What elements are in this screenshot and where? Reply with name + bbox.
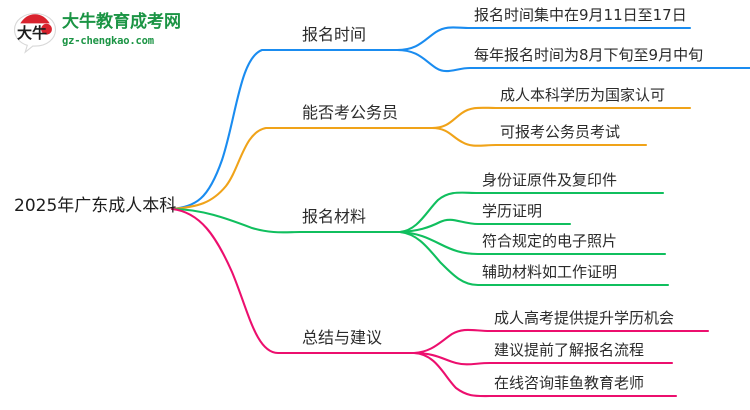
branch-node-1[interactable]: 报名时间 — [302, 25, 367, 44]
wire-root-to-branch-3 — [170, 207, 302, 234]
wire-root-to-branch-2 — [170, 126, 302, 211]
wire-branch-3-to-leaf-3 — [398, 230, 667, 256]
leaf-node-3-1[interactable]: 身份证原件及复印件 — [482, 171, 618, 189]
wire-branch-4-to-leaf-3 — [412, 351, 678, 398]
branch-node-2[interactable]: 能否考公务员 — [302, 103, 399, 122]
wire-branch-3-to-leaf-1 — [398, 191, 665, 234]
leaf-node-1-1[interactable]: 报名时间集中在9月11日至17日 — [474, 6, 687, 24]
wire-branch-3-to-leaf-2 — [398, 218, 572, 234]
branch-node-4[interactable]: 总结与建议 — [302, 328, 383, 347]
wire-branch-1-to-leaf-2 — [395, 48, 750, 73]
wire-root-to-branch-1 — [170, 48, 302, 211]
logo-title: 大牛教育成考网 — [62, 12, 181, 32]
daniu-speech-bubble-logo-icon: 大牛 — [13, 12, 57, 54]
leaf-node-4-3[interactable]: 在线咨询菲鱼教育老师 — [494, 374, 645, 392]
leaf-node-3-2[interactable]: 学历证明 — [482, 202, 543, 220]
leaf-node-4-2[interactable]: 建议提前了解报名流程 — [494, 341, 645, 359]
wire-branch-1-to-leaf-1 — [395, 26, 692, 52]
logo-domain: gz-chengkao.com — [62, 35, 154, 47]
wire-root-to-branch-4 — [170, 207, 302, 355]
logo-text-block: 大牛教育成考网 gz-chengkao.com — [62, 12, 181, 56]
branch-node-3[interactable]: 报名材料 — [302, 207, 367, 226]
wire-branch-2-to-leaf-1 — [430, 106, 692, 130]
root-node[interactable]: 2025年广东成人本科 — [14, 196, 177, 216]
leaf-node-3-4[interactable]: 辅助材料如工作证明 — [482, 263, 618, 281]
wire-branch-3-to-leaf-4 — [398, 230, 670, 287]
wire-branch-4-to-leaf-1 — [412, 328, 710, 355]
leaf-node-2-1[interactable]: 成人本科学历为国家认可 — [500, 86, 666, 104]
leaf-node-4-1[interactable]: 成人高考提供提升学历机会 — [494, 309, 675, 327]
site-logo: 大牛 大牛教育成考网 gz-chengkao.com — [12, 8, 181, 58]
leaf-node-2-2[interactable]: 可报考公务员考试 — [500, 123, 621, 141]
wire-branch-2-to-leaf-2 — [430, 126, 648, 147]
svg-text:大牛: 大牛 — [17, 24, 47, 42]
wire-branch-4-to-leaf-2 — [412, 351, 674, 366]
leaf-node-3-3[interactable]: 符合规定的电子照片 — [482, 232, 618, 250]
leaf-node-1-2[interactable]: 每年报名时间为8月下旬至9月中旬 — [474, 46, 704, 64]
